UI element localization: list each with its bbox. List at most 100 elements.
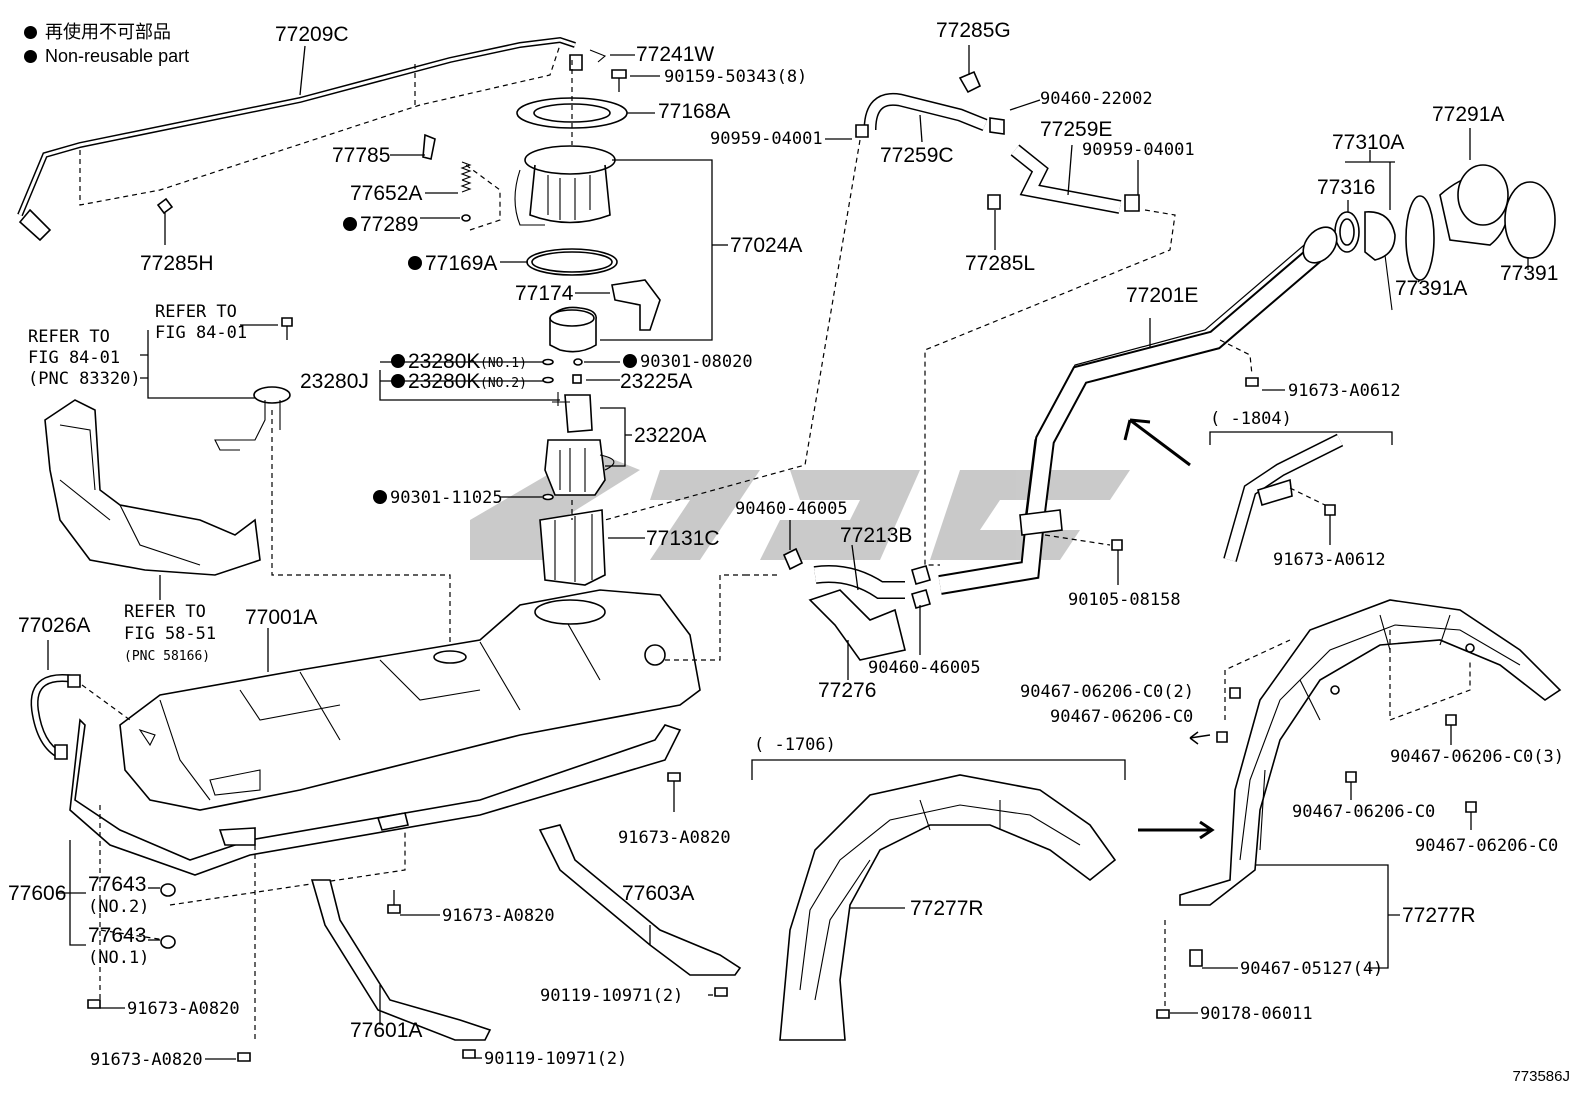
- label-91673-a0612-a: 91673-A0612: [1288, 381, 1401, 401]
- filler-hoses: [745, 520, 931, 680]
- label-refer-3b: FIG 58-51: [124, 624, 216, 644]
- label-90467-c0-a: 90467-06206-C0: [1050, 707, 1193, 727]
- label-77259c: 77259C: [880, 144, 954, 167]
- label-90959-04001-b: 90959-04001: [1082, 140, 1195, 160]
- direction-arrow-right: [1138, 820, 1215, 840]
- label-77391a: 77391A: [1395, 277, 1467, 300]
- label-77131c: 77131C: [646, 527, 720, 550]
- label-77603a: 77603A: [622, 882, 694, 905]
- label-no2-b: (NO.2): [88, 897, 149, 917]
- label-23280k-no2: 23280K: [408, 370, 480, 393]
- label-23220a: 23220A: [634, 424, 706, 447]
- label-77606: 77606: [8, 882, 66, 905]
- label-91673-a0820-a: 91673-A0820: [618, 828, 731, 848]
- label-no1-b: (NO.1): [88, 948, 149, 968]
- label-no1: (NO.1): [480, 356, 527, 371]
- label-no2: (NO.2): [480, 376, 527, 391]
- label-23280k-no1: 23280K: [408, 350, 480, 373]
- label-refer-1b: FIG 84-01: [155, 323, 247, 343]
- label-90105-08158: 90105-08158: [1068, 590, 1181, 610]
- label-77310a: 77310A: [1332, 131, 1404, 154]
- label-77209c: 77209C: [275, 23, 349, 46]
- label-range-1804: ( -1804): [1210, 409, 1292, 429]
- pump-assembly: [379, 49, 728, 586]
- label-90301-08020: 90301-08020: [640, 352, 753, 372]
- vent-tube-77209c: [17, 36, 576, 245]
- fuel-tank-77001a: [119, 574, 745, 811]
- label-77213b: 77213B: [840, 524, 912, 547]
- label-77289: 77289: [360, 213, 418, 236]
- label-90159: 90159-50343(8): [664, 67, 807, 87]
- grommet-no1: [160, 935, 176, 949]
- label-90460-46005-b: 90460-46005: [868, 658, 981, 678]
- nonreusable-dot: [391, 354, 405, 368]
- label-refer-2b: FIG 84-01: [28, 348, 120, 368]
- label-77285l: 77285L: [965, 252, 1035, 275]
- label-91673-a0820-d: 91673-A0820: [90, 1050, 203, 1070]
- filler-pipe-77201e: [938, 226, 1338, 595]
- label-23280j: 23280J: [300, 370, 369, 393]
- nonreusable-dot: [623, 354, 637, 368]
- label-23225a: 23225A: [620, 370, 692, 393]
- hose-77026a: [30, 640, 131, 760]
- label-77241w: 77241W: [636, 43, 714, 66]
- label-90460-22002: 90460-22002: [1040, 89, 1153, 109]
- illustration-code: 773586J: [1512, 1068, 1570, 1085]
- label-90467-c0-c: 90467-06206-C0: [1415, 836, 1558, 856]
- legend-en: Non-reusable part: [45, 46, 190, 66]
- legend-row-en: Non-reusable part: [24, 44, 189, 68]
- heat-shield: [44, 399, 261, 600]
- vent-hoses: [604, 45, 1176, 566]
- label-range-1706: ( -1706): [754, 735, 836, 755]
- label-77785: 77785: [332, 144, 390, 167]
- label-refer-2: REFER TO: [28, 327, 110, 347]
- label-77643-no1: 77643: [88, 924, 146, 947]
- label-77601a: 77601A: [350, 1019, 422, 1042]
- label-90467-c0-2: 90467-06206-C0(2): [1020, 682, 1194, 702]
- label-77316: 77316: [1317, 176, 1375, 199]
- gauge-sender-ref: [140, 317, 451, 655]
- label-refer-2c: (PNC 83320): [28, 369, 141, 389]
- label-90301-11025: 90301-11025: [390, 488, 503, 508]
- label-77285h: 77285H: [140, 252, 214, 275]
- tank-frame-77606: [69, 718, 742, 1041]
- label-77024a: 77024A: [730, 234, 802, 257]
- label-77285g: 77285G: [936, 19, 1011, 42]
- legend-row-jp: 再使用不可部品: [24, 20, 189, 44]
- label-91673-a0612-b: 91673-A0612: [1273, 550, 1386, 570]
- label-90178-06011: 90178-06011: [1200, 1004, 1313, 1024]
- nonreusable-dot-icon: [24, 25, 37, 39]
- label-90959-04001-a: 90959-04001: [710, 129, 823, 149]
- legend-jp: 再使用不可部品: [45, 22, 171, 42]
- label-77026a: 77026A: [18, 614, 90, 637]
- label-77174: 77174: [515, 282, 574, 305]
- nonreusable-dot-icon: [24, 49, 37, 63]
- label-77259e: 77259E: [1040, 118, 1112, 141]
- label-90467-05127: 90467-05127(4): [1240, 959, 1383, 979]
- label-77391: 77391: [1500, 262, 1558, 285]
- filler-cap: [1334, 128, 1556, 311]
- label-77276: 77276: [818, 679, 876, 702]
- inset-filler-1804: [1223, 433, 1344, 562]
- nonreusable-dot: [343, 217, 357, 231]
- label-77168a: 77168A: [658, 100, 730, 123]
- label-77277r-b: 77277R: [1402, 904, 1476, 927]
- label-91673-a0820-b: 91673-A0820: [442, 906, 555, 926]
- label-refer-3c: (PNC 58166): [124, 649, 210, 664]
- label-77291a: 77291A: [1432, 103, 1504, 126]
- label-90119-b: 90119-10971(2): [484, 1049, 627, 1069]
- label-90460-46005-a: 90460-46005: [735, 499, 848, 519]
- fender-liner-right: [1156, 599, 1562, 1019]
- nonreusable-dot: [391, 374, 405, 388]
- label-91673-a0820-c: 91673-A0820: [127, 999, 240, 1019]
- label-77277r-a: 77277R: [910, 897, 984, 920]
- label-refer-3: REFER TO: [124, 602, 206, 622]
- label-77201e: 77201E: [1126, 284, 1198, 307]
- fender-liner-left: [779, 774, 1117, 1041]
- label-77001a: 77001A: [245, 606, 317, 629]
- nonreusable-dot: [373, 490, 387, 504]
- legend: 再使用不可部品 Non-reusable part: [24, 20, 189, 68]
- direction-arrow: [1123, 418, 1191, 467]
